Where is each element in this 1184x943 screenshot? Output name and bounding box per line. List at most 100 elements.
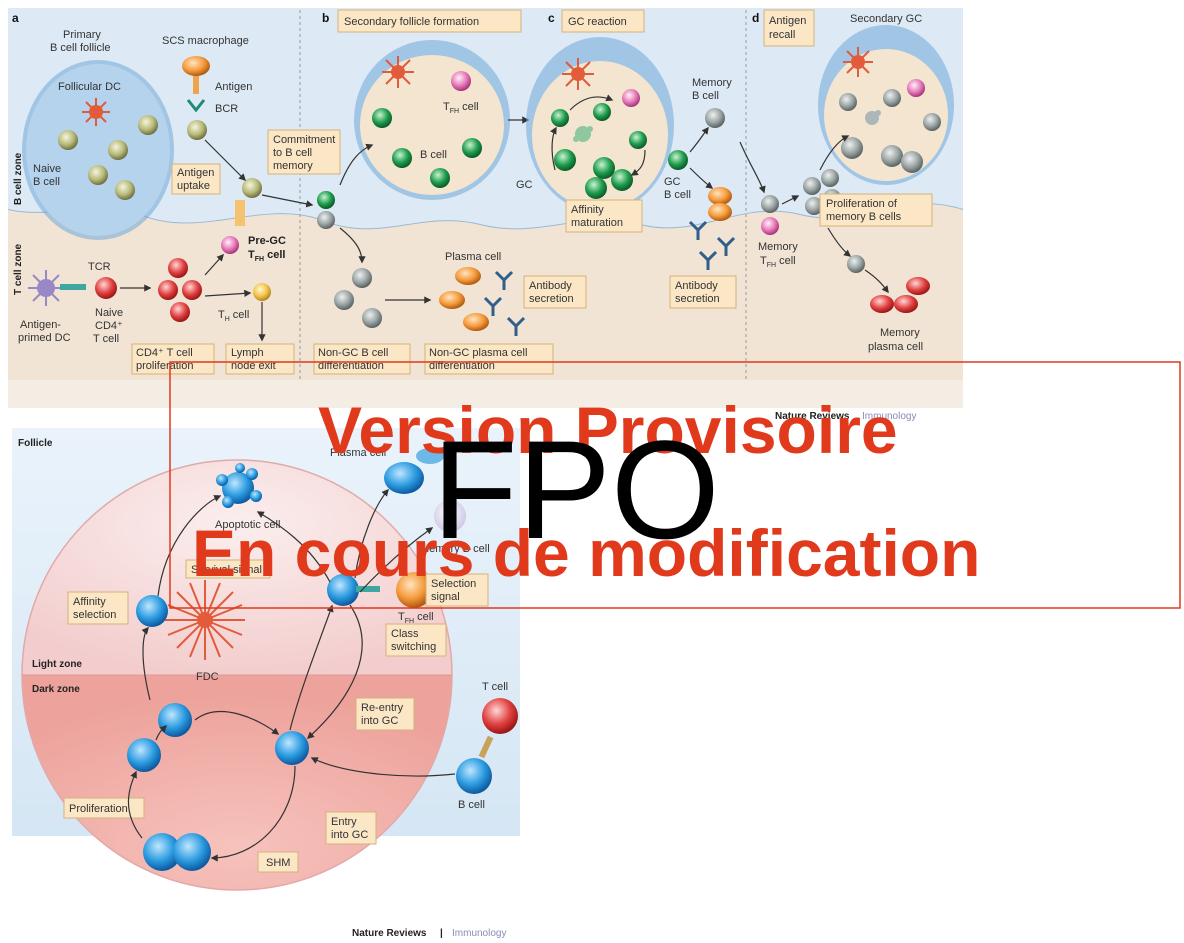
non-gc-b-box [313,343,411,375]
cd4-prolif-label: CD4⁺ T cell [136,347,193,359]
naive-b-label: Naive [33,163,61,175]
arrow-to-follicle [339,143,374,186]
plasma-label-b: Plasma cell [445,251,501,263]
follicle-b-cells [372,108,482,188]
antigen-recall-label-2: recall [769,29,795,41]
arrow-to-memory-plasma [827,227,852,257]
top-credit-journal: Nature Reviews [775,411,850,422]
panel-b-letter: b [322,11,329,25]
follicular-dc-icon [82,98,110,126]
antigen-recall-box [763,9,815,47]
memory-b-cell-c [705,108,725,128]
dark-zone-label: Dark zone [32,684,80,695]
th-cell [253,283,271,301]
survival-label: Survival signal [191,564,262,576]
commitment-label-3: memory [273,160,313,172]
dark-zone-b-cell-1 [158,703,192,737]
class-switch-label-2: switching [391,641,436,653]
naive-b-cells [58,115,158,200]
lymph-exit-box [225,343,295,375]
secondary-gc-fdc-icon [843,47,873,77]
t-cell-zone-label: T cell zone [13,243,24,295]
bottom-credit-subject: Immunology [452,928,506,939]
scs-macrophage-icon [182,56,210,94]
bottom-figure: Follicle Light zone Dark zone Apoptotic … [12,428,520,939]
non-gc-plasma-label-2: differentiation [429,360,495,372]
gc-cycle-arrows [550,94,646,176]
primary-follicle-label-2: B cell follicle [50,42,111,54]
arrow-memory-plasma-2 [864,269,889,294]
antigen-recall-label: Antigen [769,15,806,27]
dc-label: Antigen- [20,319,61,331]
naive-b-label-2: B cell [33,176,60,188]
panel-c-title-box [561,9,645,33]
antibody-label-b: Antibody [529,280,572,292]
antibody-secretion-box-b [523,275,587,309]
bcr-label: BCR [215,103,238,115]
reentry-label-2: into GC [361,715,398,727]
gc-fdc-icon [562,58,594,90]
memory-t-label: Memory [758,241,798,253]
panel-d-letter: d [752,11,759,25]
plasma-cells-b [439,267,489,331]
watermark-fpo: FPO [432,411,720,568]
panel-c-letter: c [548,11,555,25]
pre-gc-label: Pre-GC [248,235,286,247]
prolif-mem-box [819,193,933,227]
b-cell-label-bottom: B cell [458,799,485,811]
class-switch-box [385,623,447,657]
affinity-selection-box [67,591,129,625]
commitment-label: Commitment [273,134,335,146]
non-gc-b-label-2: differentiation [318,360,384,372]
dark-zone-b-cell-3 [275,731,309,765]
naive-cd4-label: Naive [95,307,123,319]
entry-box [325,811,377,845]
shm-label: SHM [266,857,290,869]
proliferating-cd4-cells [158,258,202,322]
arrow-to-non-gc [339,227,366,264]
dark-zone-b-cell-2 [127,738,161,772]
apoptotic-cell-d [865,110,881,125]
selection-signal-label-2: signal [431,591,460,603]
antibody-label-b-2: secretion [529,293,574,305]
tfh-cell-b [451,71,471,91]
arrow-pre-gc [204,253,224,276]
shm-box [257,851,299,873]
arrow-uptake [204,139,247,182]
proliferation-label: Proliferation [69,803,128,815]
top-credit: Nature Reviews Immunology [775,411,916,422]
committed-b-cell-2 [317,211,335,229]
dividing-b-cell [143,833,211,871]
b-cell-label-b: B cell [420,149,447,161]
reentry-label: Re-entry [361,702,404,714]
arrow-to-memory-c [689,126,709,153]
cd4-prolif-box [131,343,215,375]
commitment-label-2: to B cell [273,147,312,159]
affinity-selection-label: Affinity [73,596,106,608]
class-switch-label: Class [391,628,419,640]
cd4-prolif-label-2: proliferation [136,360,193,372]
bottom-credit-separator: | [440,928,443,939]
committed-b-cell-1 [317,191,335,209]
antibody-secretion-box-c [669,275,737,309]
arrow-th [204,289,252,297]
apoptotic-label: Apoptotic cell [215,519,280,531]
panel-a-letter: a [12,11,19,25]
gc-plasma-cell-2 [708,203,732,221]
naive-cd4-cell [95,277,117,299]
memory-plasma-label: Memory [880,327,920,339]
t-cell-entering [482,698,518,734]
memory-b-label-bottom: Memory B cell [420,543,490,555]
tfh-contact [356,586,380,592]
memory-plasma-cells [870,277,930,313]
non-gc-b-cells [334,268,382,328]
survival-signal-box [185,559,271,579]
antibody-label-c-2: secretion [675,293,720,305]
affinity-label: Affinity [571,204,604,216]
panel-c-title: GC reaction [568,16,627,28]
tfh-cell-bottom [396,572,432,608]
entry-label-2: into GC [331,829,368,841]
